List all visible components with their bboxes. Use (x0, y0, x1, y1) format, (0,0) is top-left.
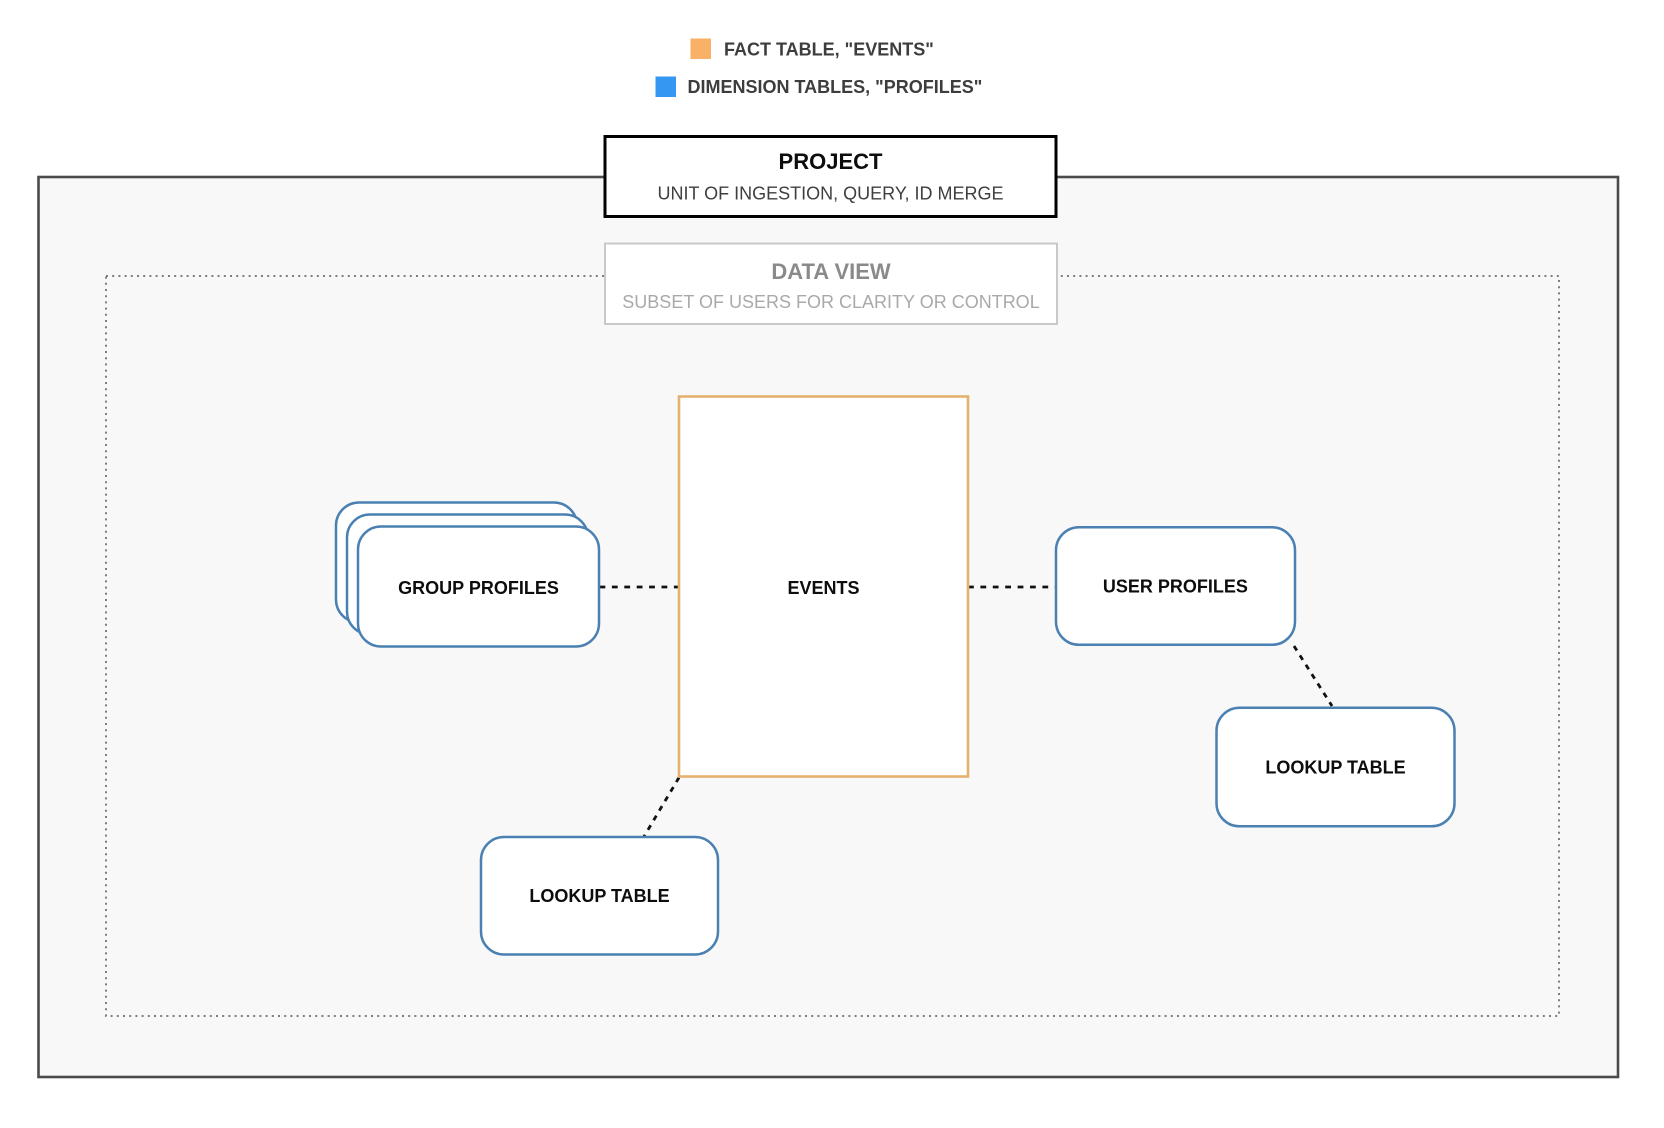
svg-text:USER PROFILES: USER PROFILES (1103, 577, 1248, 597)
svg-text:DIMENSION TABLES, "PROFILES": DIMENSION TABLES, "PROFILES" (688, 77, 983, 97)
svg-text:LOOKUP TABLE: LOOKUP TABLE (1265, 758, 1405, 778)
svg-text:SUBSET OF USERS FOR CLARITY OR: SUBSET OF USERS FOR CLARITY OR CONTROL (622, 292, 1039, 312)
svg-text:PROJECT: PROJECT (779, 149, 883, 174)
svg-text:UNIT OF INGESTION, QUERY, ID M: UNIT OF INGESTION, QUERY, ID MERGE (657, 183, 1003, 203)
svg-text:GROUP PROFILES: GROUP PROFILES (398, 578, 559, 598)
svg-text:LOOKUP TABLE: LOOKUP TABLE (529, 886, 669, 906)
svg-text:FACT TABLE, "EVENTS": FACT TABLE, "EVENTS" (724, 39, 934, 59)
svg-text:DATA VIEW: DATA VIEW (771, 259, 891, 284)
svg-text:EVENTS: EVENTS (787, 578, 859, 598)
